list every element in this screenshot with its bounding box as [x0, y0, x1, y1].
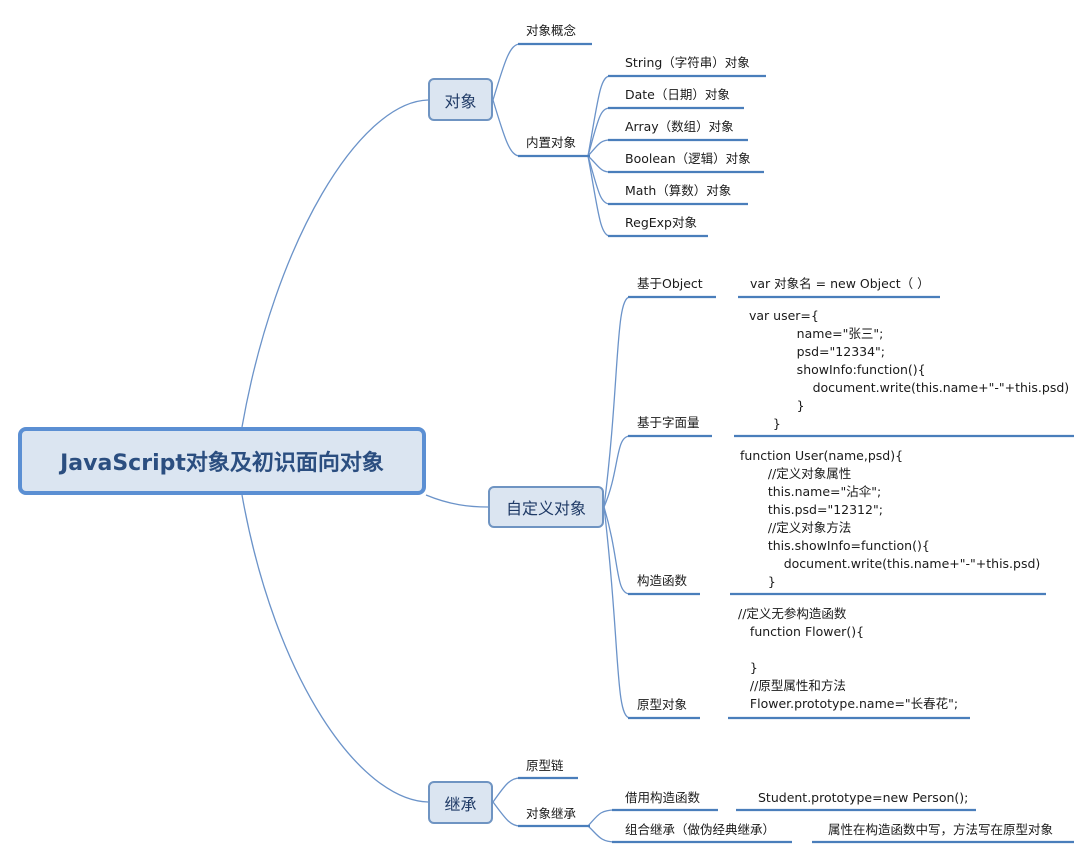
node-boolean-object[interactable]: Boolean（逻辑）对象 — [625, 151, 751, 166]
note-combination-inheritance: 属性在构造函数中写，方法写在原型对象 — [828, 822, 1054, 837]
node-date-object[interactable]: Date（日期）对象 — [625, 87, 730, 102]
node-based-object[interactable]: 基于Object — [637, 276, 703, 291]
node-object-inheritance[interactable]: 对象继承 — [526, 806, 577, 821]
link-root-inherit — [241, 494, 429, 803]
topic-custom-object[interactable]: 自定义对象 — [488, 486, 604, 528]
node-math-object[interactable]: Math（算数）对象 — [625, 183, 732, 198]
node-borrow-constructor[interactable]: 借用构造函数 — [625, 790, 701, 805]
code-constructor: function User(name,psd){ //定义对象属性 this.n… — [740, 448, 1041, 589]
code-based-object: var 对象名 = new Object（ ） — [750, 276, 930, 291]
topic-object[interactable]: 对象 — [428, 78, 493, 121]
code-literal: var user={ name="张三"; psd="12334"; showI… — [749, 308, 1070, 431]
node-array-object[interactable]: Array（数组）对象 — [625, 119, 734, 134]
link-root-custom — [425, 494, 489, 508]
node-prototype-object[interactable]: 原型对象 — [637, 697, 688, 712]
code-prototype: //定义无参构造函数 function Flower(){ } //原型属性和方… — [738, 606, 959, 711]
topic-inheritance[interactable]: 继承 — [428, 781, 493, 824]
node-object-concept[interactable]: 对象概念 — [526, 23, 577, 38]
node-regexp-object[interactable]: RegExp对象 — [625, 215, 697, 230]
root-topic[interactable]: JavaScript对象及初识面向对象 — [18, 427, 426, 495]
code-borrow-constructor: Student.prototype=new Person(); — [758, 790, 969, 805]
link-root-object — [241, 99, 429, 428]
node-literal[interactable]: 基于字面量 — [637, 415, 700, 430]
node-string-object[interactable]: String（字符串）对象 — [625, 55, 750, 70]
node-combination-inheritance[interactable]: 组合继承（做伪经典继承） — [625, 822, 776, 837]
node-prototype-chain[interactable]: 原型链 — [526, 758, 564, 773]
node-builtin-objects[interactable]: 内置对象 — [526, 135, 577, 150]
node-constructor[interactable]: 构造函数 — [637, 573, 688, 588]
